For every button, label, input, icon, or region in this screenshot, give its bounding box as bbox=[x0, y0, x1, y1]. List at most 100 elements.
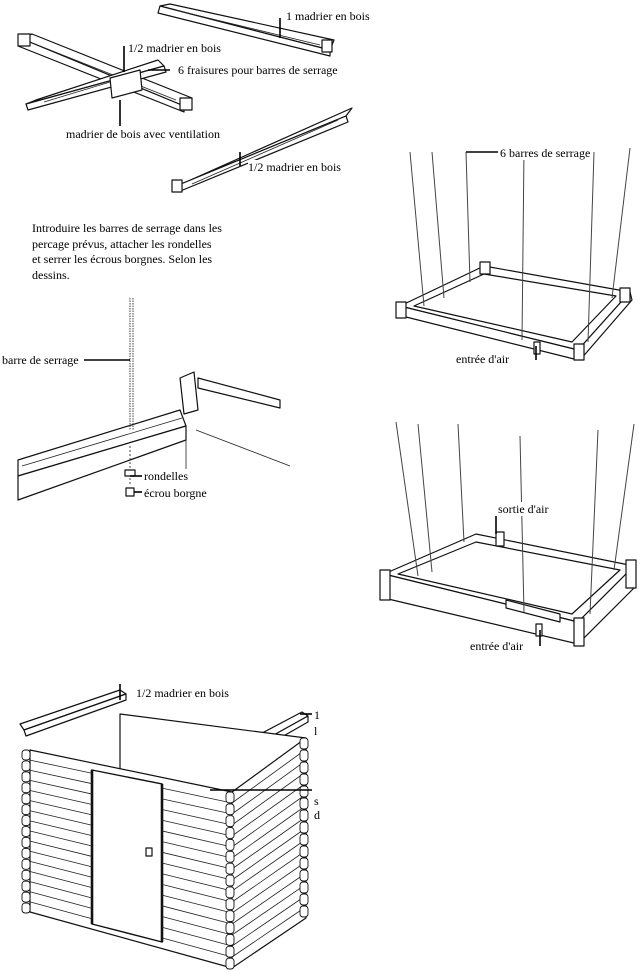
label-outlet: sortie d'air bbox=[498, 502, 549, 516]
cabin-assembly bbox=[19, 689, 309, 970]
label-rods: 6 barres de serrage bbox=[500, 146, 591, 160]
corner-post-log bbox=[21, 858, 31, 870]
log-line bbox=[161, 873, 233, 892]
log-line bbox=[29, 779, 93, 795]
corner-post-log bbox=[225, 827, 235, 839]
instruction-line: Introduire les barres de serrage dans le… bbox=[32, 221, 222, 235]
log-line bbox=[29, 871, 93, 889]
log-line bbox=[231, 838, 307, 892]
corner-post-log bbox=[21, 815, 31, 826]
corner-post-log bbox=[299, 809, 309, 822]
corner-post-log bbox=[21, 837, 31, 848]
frame-two bbox=[379, 531, 637, 647]
log-line bbox=[161, 819, 233, 837]
log-line bbox=[231, 883, 307, 936]
log-line bbox=[231, 805, 307, 859]
label-holes: 6 fraisures pour barres de serrage bbox=[178, 63, 338, 77]
log-line bbox=[29, 759, 93, 774]
corner-post-log bbox=[299, 749, 309, 762]
corner-post-log bbox=[299, 797, 309, 810]
corner-post-log bbox=[21, 771, 31, 783]
log-line bbox=[231, 760, 307, 815]
log-line bbox=[161, 937, 233, 958]
log-line bbox=[231, 782, 307, 837]
label-washers: rondelles bbox=[144, 469, 188, 483]
log-line bbox=[231, 861, 307, 914]
log-line bbox=[29, 840, 93, 857]
log-line bbox=[29, 790, 93, 805]
log-line bbox=[161, 851, 233, 870]
corner-post-log bbox=[21, 891, 31, 903]
frame-two-rods bbox=[395, 421, 635, 615]
log-line bbox=[29, 830, 93, 847]
corner-post-log bbox=[299, 905, 309, 918]
log-line bbox=[231, 906, 307, 958]
log-line bbox=[161, 894, 233, 914]
corner-post-log bbox=[299, 785, 309, 798]
corner-post-log bbox=[225, 850, 235, 863]
frame-one bbox=[395, 261, 633, 361]
corner-post-log bbox=[225, 803, 235, 816]
corner-post-log bbox=[299, 821, 309, 834]
log-line bbox=[231, 816, 307, 870]
log-line bbox=[231, 748, 307, 804]
cross-beam-short bbox=[25, 59, 167, 111]
corner-post-log bbox=[21, 782, 31, 794]
corner-post-log bbox=[21, 826, 31, 837]
corner-post-log bbox=[225, 791, 235, 804]
corner-post-log bbox=[299, 857, 309, 870]
label-vent-beam: madrier de bois avec ventilation bbox=[66, 127, 220, 141]
label-cut-c: s bbox=[314, 794, 319, 808]
log-line bbox=[29, 769, 93, 785]
label-cut-a: 1 bbox=[314, 708, 320, 722]
corner-post-log bbox=[225, 839, 235, 851]
threaded-rod bbox=[129, 298, 134, 484]
corner-post-log bbox=[225, 957, 235, 970]
washer-shape bbox=[124, 469, 136, 477]
label-full-beam: 1 madrier en bois bbox=[286, 9, 370, 23]
log-line bbox=[161, 809, 233, 826]
log-line bbox=[161, 926, 233, 947]
corner-post-log bbox=[21, 793, 31, 805]
corner-post-log bbox=[299, 869, 309, 882]
log-line bbox=[231, 872, 307, 925]
corner-post-log bbox=[225, 945, 235, 958]
log-line bbox=[161, 916, 233, 936]
log-line bbox=[161, 862, 233, 881]
label-nut: écrou borgne bbox=[144, 486, 207, 500]
corner-post-log bbox=[21, 760, 31, 772]
log-line bbox=[231, 850, 307, 903]
label-rod-single: barre de serrage bbox=[2, 353, 79, 367]
corner-post-log bbox=[225, 933, 235, 946]
corner-post-log bbox=[299, 761, 309, 774]
instruction-line: et serrer les écrous borgnes. Selon les bbox=[32, 252, 213, 267]
label-cut-b: l bbox=[314, 724, 318, 738]
log-line bbox=[231, 895, 307, 947]
instruction-line: dessins. bbox=[32, 267, 70, 282]
log-line bbox=[29, 810, 93, 826]
corner-post-log bbox=[299, 881, 309, 894]
corner-post-log bbox=[21, 749, 31, 761]
log-line bbox=[161, 905, 233, 925]
log-line bbox=[161, 830, 233, 848]
log-line bbox=[29, 800, 93, 816]
log-line bbox=[231, 827, 307, 881]
corner-post-log bbox=[21, 869, 31, 881]
nut-shape bbox=[125, 487, 135, 497]
log-line bbox=[231, 793, 307, 848]
label-cut-d: d bbox=[314, 808, 320, 822]
cross-beam-long bbox=[17, 33, 193, 113]
log-line bbox=[161, 841, 233, 859]
top-full-beam bbox=[157, 3, 335, 57]
instruction-text: Introduire les barres de serrage dans le… bbox=[32, 221, 262, 283]
corner-post-log bbox=[21, 880, 31, 892]
corner-post-log bbox=[225, 874, 235, 887]
label-half-beam-mid: 1/2 madrier en bois bbox=[248, 160, 341, 174]
label-half-beam-bottom: 1/2 madrier en bois bbox=[136, 686, 229, 700]
corner-post-log bbox=[299, 893, 309, 906]
label-inlet-1: entrée d'air bbox=[456, 352, 510, 366]
wall-detail bbox=[17, 371, 291, 501]
log-line bbox=[161, 798, 233, 815]
log-line bbox=[29, 891, 93, 909]
instruction-line: percage prévus, attacher les rondelles bbox=[32, 236, 212, 251]
